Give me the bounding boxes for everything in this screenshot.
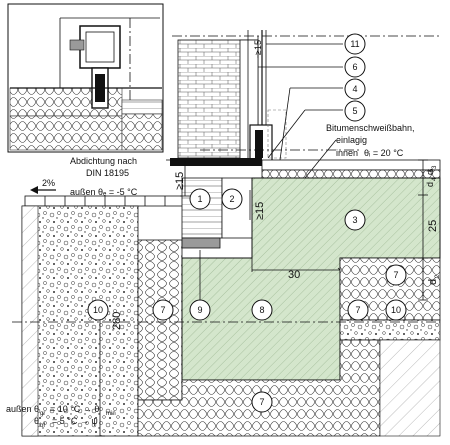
soil-edge [21,205,39,437]
callout-9: 9 [189,299,211,321]
theta-gr: θ [34,404,39,414]
floor-insulation [261,169,441,179]
inside-temp: θᵢ = 20 °C [364,148,404,158]
callout-7-right: 7 [347,299,369,321]
svg-text:7: 7 [259,397,264,407]
dim-ge15-inner: ≥15 [254,202,266,220]
gravel-fill [21,205,139,437]
svg-text:4: 4 [352,84,357,94]
outside-temp: θₑ = -5 °C [98,187,138,197]
dim-d3-sub: 3 [432,165,438,169]
svg-text:7: 7 [393,270,398,280]
sill-plate [170,158,262,166]
dim-d2-sub: 2 [435,274,441,278]
thermal-break-block [181,237,221,249]
window-profile [255,130,263,158]
dim-d2: d [427,279,439,285]
foundation-insulation [137,339,381,437]
callout-11: 11 [344,33,366,55]
callout-10-left: 10 [87,299,109,321]
dim-d280: 280 [111,312,123,330]
dimension-lines [95,36,428,437]
dim-d4-sub: 4 [432,177,438,181]
svg-text:6: 6 [352,62,357,72]
callout-7-right-upper: 7 [385,264,407,286]
bitumen-label-1: Bitumenschweißbahn, [326,123,415,133]
svg-text:1: 1 [197,194,202,204]
callout-6: 6 [344,56,366,78]
callout-5: 5 [344,100,366,122]
dim-d25: 25 [427,220,439,232]
callout-2: 2 [221,188,243,210]
slope-label: 2% [42,178,55,188]
callout-7-left: 7 [152,299,174,321]
floor-screed [261,159,441,171]
svg-text:10: 10 [93,305,103,315]
sealing-label-2: DIN 18195 [86,168,129,178]
svg-text:7: 7 [160,305,165,315]
svg-text:10: 10 [391,305,401,315]
dim-d30: 30 [288,269,300,281]
bitumen-label-2: einlagig [336,135,367,145]
paving-joints [44,196,166,206]
dim-d5: 5 [429,168,435,172]
svg-text:8: 8 [259,305,264,315]
inset-detail [7,3,164,153]
slope-arrow [30,186,56,194]
theta-bf: θ [34,416,39,426]
dim-ge15-vertical: ≥15 [174,172,186,190]
theta-bf-sub: bf [40,423,45,429]
callout-8: 8 [251,299,273,321]
svg-text:9: 9 [197,305,202,315]
bottom-prefix: außen [6,404,32,414]
leader-lines [166,43,343,179]
svg-text:5: 5 [352,106,357,116]
dim-ge15-small: ≥15 [253,40,263,55]
dim-d3: d [425,170,435,175]
svg-text:11: 11 [350,39,359,49]
dim-d4: d [425,182,435,187]
svg-text:7: 7 [355,305,360,315]
callout-7-bottom: 7 [251,391,273,413]
inside-temp-prefix: innen [336,148,358,158]
svg-text:2: 2 [229,194,234,204]
callout-3: 3 [344,209,366,231]
callout-1: 1 [189,188,211,210]
theta-gr-sub2: min [106,411,116,417]
outside-temp-prefix: außen [70,187,96,197]
callout-4: 4 [344,78,366,100]
theta-gr-value: = 10 °C → θ [50,404,99,414]
theta-gr-sub: gr [40,411,45,417]
theta-bf-value: = 5 °C → ψ [52,416,98,426]
sealing-label-1: Abdichtung nach [70,156,137,166]
callout-10-right: 10 [385,299,407,321]
svg-text:3: 3 [352,215,357,225]
